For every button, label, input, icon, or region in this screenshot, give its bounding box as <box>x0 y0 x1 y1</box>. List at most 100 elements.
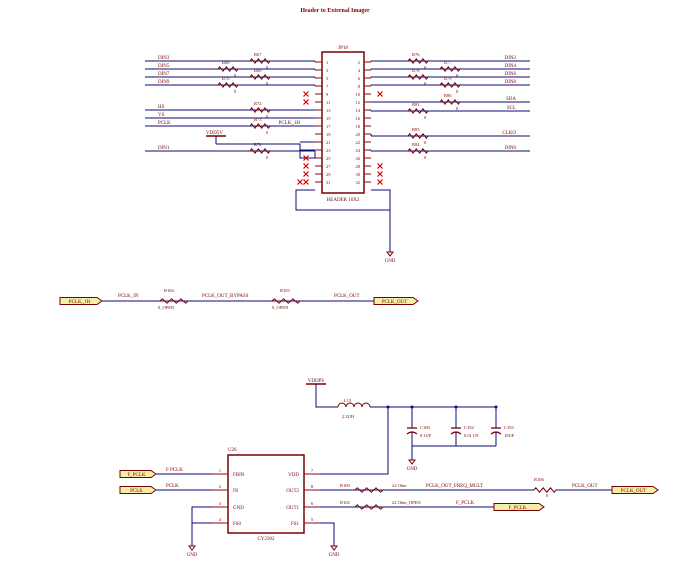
no-connect-icon <box>303 99 309 105</box>
net-label-pclk: PCLK <box>166 484 179 489</box>
gnd-wire <box>191 506 212 542</box>
resistor-value-r102: 22 Ohm_OPEN <box>392 500 421 505</box>
power-wire <box>216 143 315 159</box>
header-pin-num-right: 32 <box>356 180 361 185</box>
inductor-value: 2.2UH <box>342 414 355 419</box>
no-connect-icon <box>303 171 309 177</box>
resistor-symbol <box>217 65 239 73</box>
pll-pin-num: 2 <box>219 484 221 489</box>
resistor-ref: R72 <box>254 101 262 106</box>
resistor-value: 0 <box>266 65 269 70</box>
pll-pin-num: 6 <box>311 501 314 506</box>
gnd-wire <box>371 189 391 248</box>
resistor-ref: R81 <box>412 102 420 107</box>
resistor-ref-r106: R106 <box>534 477 545 482</box>
resistor-ref-r102: R102 <box>340 500 350 505</box>
no-connect-icon <box>303 179 309 185</box>
resistor-value-r106: 0 <box>546 493 549 498</box>
header-pin-num-left: 17 <box>326 124 331 129</box>
ground-icon <box>330 545 338 551</box>
resistor-ref: R83 <box>412 127 420 132</box>
resistor-symbol <box>354 504 384 510</box>
port-pclk-out <box>373 297 419 305</box>
resistor-symbol <box>217 81 239 89</box>
junction-dot <box>386 405 390 409</box>
no-connect-icon <box>377 179 383 185</box>
pll-part: CY2302 <box>258 537 275 542</box>
port-pclk-1h-label: PCLK_1H <box>69 300 91 305</box>
pll-pin-name: GND <box>233 506 244 511</box>
resistor-symbol <box>407 147 429 155</box>
pll-body <box>227 454 305 534</box>
pll-ref: U26 <box>228 448 237 453</box>
gnd-label: GND <box>187 553 198 558</box>
port-pclk-out-final <box>611 486 659 494</box>
gnd-wire <box>320 522 335 542</box>
header-pin-num-left: 5 <box>326 76 329 81</box>
resistor-ref: R73 <box>254 117 262 122</box>
capacitor-value: 10UF <box>504 433 515 438</box>
resistor-value: 0 <box>266 114 269 119</box>
no-connect-icon <box>377 171 383 177</box>
header-pin-num-right: 26 <box>356 156 361 161</box>
capacitor-value: 0.1UF <box>420 433 432 438</box>
resistor-value: 0 <box>424 155 427 160</box>
resistor-value: 0 <box>424 115 427 120</box>
port-pclk-in <box>119 486 157 494</box>
header-body <box>321 51 365 194</box>
header-part: HEADER 16X2 <box>327 198 360 203</box>
header-pin-num-left: 13 <box>326 108 331 113</box>
pll-pin-num: 4 <box>219 517 222 522</box>
resistor-symbol <box>249 106 271 114</box>
resistor-ref-r104: R104 <box>164 288 175 293</box>
page-title: Header to External Imager <box>300 8 370 14</box>
net-label-left: DIN5 <box>158 64 170 69</box>
power-wire <box>315 384 338 408</box>
pll-pin-name: FBIN <box>233 473 245 478</box>
header-pin-num-left: 11 <box>326 100 330 105</box>
header-pin-num-right: 20 <box>356 132 361 137</box>
gnd-label: GND <box>329 553 340 558</box>
resistor-ref-r100: R100 <box>340 483 351 488</box>
resistor-value: 0 <box>266 155 269 160</box>
no-connect-icon <box>303 91 309 97</box>
resistor-ref: R70 <box>222 76 230 81</box>
net-label-pclk-out: PCLK_OUT <box>334 294 360 299</box>
resistor-value: 0 <box>266 130 269 135</box>
resistor-symbol <box>249 73 271 81</box>
resistor-symbol <box>439 81 461 89</box>
port-f-pclk-out <box>493 503 545 511</box>
no-connect-icon <box>377 91 383 97</box>
header-pin-num-left: 21 <box>326 140 331 145</box>
header-pin-num-left: 29 <box>326 172 331 177</box>
header-pin-num-right: 2 <box>358 60 360 65</box>
port-f-pclk-in <box>119 470 157 478</box>
header-pin-num-right: 8 <box>358 84 361 89</box>
net-label-right: DIN4 <box>505 64 517 69</box>
header-pin-num-right: 14 <box>356 108 361 113</box>
port-f-pclk-in-label: F_PCLK <box>127 473 145 478</box>
junction-dot <box>454 405 458 409</box>
net-label-right: DIN8 <box>505 80 517 85</box>
capacitor-ref: C102 <box>464 425 474 430</box>
gnd-wire <box>295 189 390 211</box>
inductor-ref: L13 <box>344 398 352 403</box>
pll-pin-name: IN <box>233 489 239 494</box>
resistor-ref: R68 <box>222 60 230 65</box>
power-label-vddps: VDDPS <box>308 379 325 384</box>
resistor-value: 0 <box>266 81 269 86</box>
resistor-value: 0 <box>234 89 237 94</box>
junction-dot <box>410 405 414 409</box>
ground-icon <box>386 251 394 257</box>
header-pin-num-right: 6 <box>358 76 361 81</box>
resistor-value: 0 <box>456 106 459 111</box>
resistor-symbol <box>407 57 429 65</box>
net-label-right: CLKO <box>502 131 516 136</box>
header-pin-num-left: 31 <box>326 180 331 185</box>
resistor-ref: R67 <box>254 52 262 57</box>
header-pin-num-left: 25 <box>326 156 331 161</box>
net-label-left: DIN3 <box>158 56 170 61</box>
pll-pin-num: 7 <box>311 468 314 473</box>
resistor-value-r103: 0_OPEN <box>272 305 289 310</box>
